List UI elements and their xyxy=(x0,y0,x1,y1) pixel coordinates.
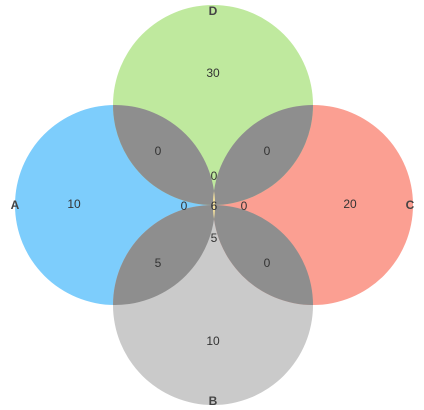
count-b-only: 10 xyxy=(206,334,220,348)
count-a-b-d: 0 xyxy=(181,199,188,213)
count-a-c-d: 0 xyxy=(211,169,218,183)
set-label-c: C xyxy=(406,198,415,212)
overlap-a-b xyxy=(113,205,215,305)
overlap-c-b xyxy=(213,205,313,305)
set-label-a: A xyxy=(11,198,20,212)
count-c-only: 20 xyxy=(343,197,357,211)
count-b-c-d: 0 xyxy=(241,199,248,213)
count-d-only: 30 xyxy=(206,66,220,80)
count-a-d: 0 xyxy=(155,144,162,158)
count-a-only: 10 xyxy=(67,197,81,211)
set-label-b: B xyxy=(209,394,218,408)
set-label-d: D xyxy=(209,4,218,18)
count-a-b-c-d: 6 xyxy=(211,199,218,213)
count-a-b: 5 xyxy=(155,256,162,270)
overlap-a-d xyxy=(113,105,215,205)
overlap-c-d xyxy=(213,105,313,205)
count-c-d: 0 xyxy=(264,144,271,158)
count-b-c: 0 xyxy=(264,256,271,270)
count-a-b-c: 5 xyxy=(211,231,218,245)
